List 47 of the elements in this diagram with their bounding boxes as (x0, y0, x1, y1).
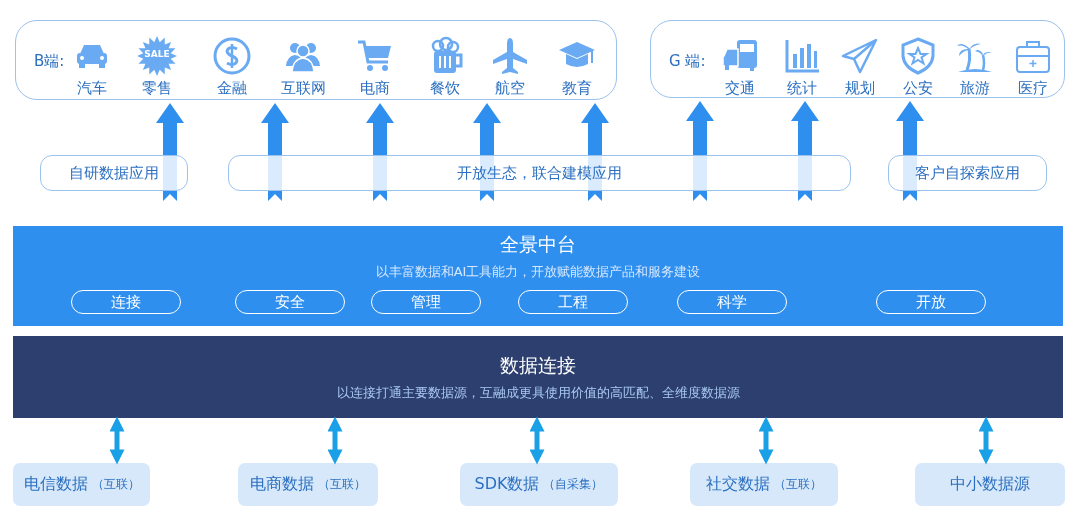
double-arrow (109, 416, 125, 465)
category-label: 医疗 (1018, 79, 1048, 98)
sector-label: B端: (34, 52, 65, 71)
data-layer-band (13, 336, 1063, 418)
source-name: 社交数据 (706, 474, 770, 495)
double-arrow (529, 416, 545, 465)
layer-title: 数据连接 (500, 353, 576, 378)
source-note: （互联） (774, 476, 822, 493)
source-note: （互联） (318, 476, 366, 493)
application-box: 客户自探索应用 (888, 155, 1047, 191)
category-label: 交通 (725, 79, 755, 98)
double-arrow (978, 416, 994, 465)
source-name: 中小数据源 (950, 474, 1030, 495)
category-label: 汽车 (77, 79, 107, 98)
layer-description: 以连接打通主要数据源，互融成更具使用价值的高匹配、全维度数据源 (336, 384, 740, 402)
category-label: 金融 (217, 79, 247, 98)
double-arrow (758, 416, 774, 465)
double-arrow (327, 416, 343, 465)
category-label: 旅游 (960, 79, 990, 98)
category-label: 规划 (845, 79, 875, 98)
source-note: （自采集） (543, 476, 604, 493)
source-name: 电信数据 (23, 474, 88, 495)
application-box: 自研数据应用 (40, 155, 188, 191)
category-label: 餐饮 (430, 79, 460, 98)
sector-panel (15, 20, 617, 100)
category-label: 互联网 (280, 79, 326, 98)
category-label: 教育 (562, 79, 592, 98)
data-source-box (238, 463, 378, 506)
category-label: 航空 (495, 79, 525, 98)
category-label: 零售 (142, 79, 172, 98)
data-source-box (460, 463, 618, 506)
source-note: （互联） (91, 476, 140, 493)
layer-title: 全景中台 (500, 232, 576, 257)
category-label: 统计 (787, 79, 817, 98)
sector-label: G 端: (669, 52, 706, 71)
layer-description: 以丰富数据和AI工具能力，开放赋能数据产品和服务建设 (375, 263, 701, 281)
category-label: 电商 (360, 79, 390, 98)
data-source-box (690, 463, 838, 506)
sign-text: SALE (143, 49, 171, 59)
category-label: 公安 (903, 79, 933, 98)
data-source-box (915, 463, 1065, 506)
data-source-box (13, 463, 150, 506)
platform-band (13, 226, 1063, 326)
sector-panel (650, 20, 1065, 98)
application-box: 开放生态，联合建模应用 (228, 155, 851, 191)
source-name: SDK数据 (474, 474, 540, 495)
source-name: 电商数据 (250, 474, 314, 495)
